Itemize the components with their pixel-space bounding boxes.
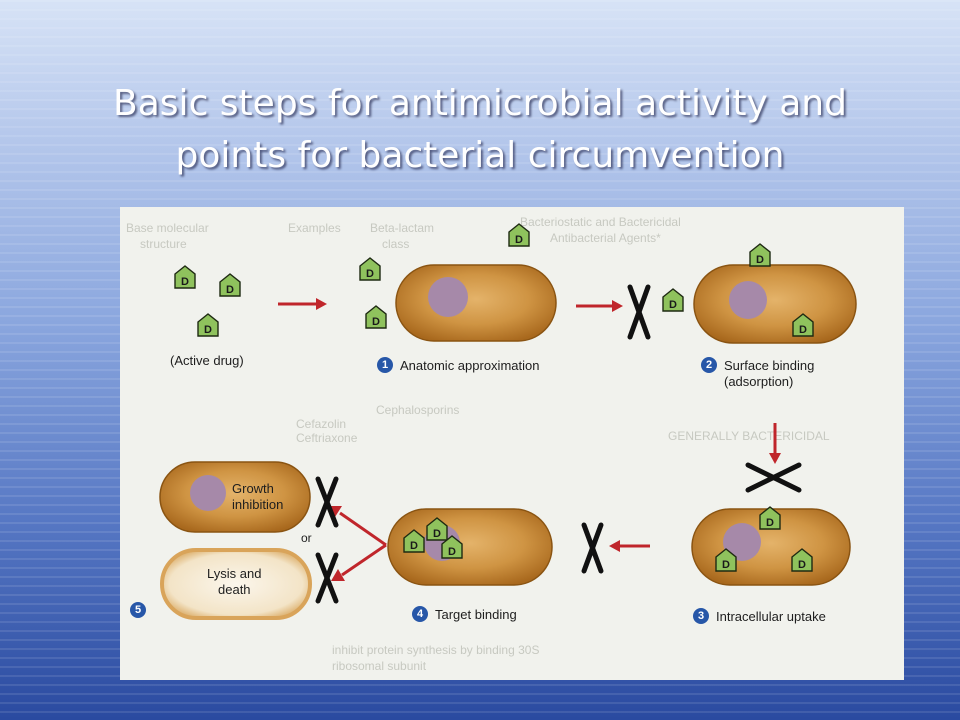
- nucleus-step-2: [729, 281, 767, 319]
- ghost-text-11: GENERALLY BACTERICIDAL: [668, 429, 830, 443]
- step-2-label-line-2: (adsorption): [724, 374, 794, 389]
- step-2-label-line-1: Surface binding: [724, 358, 815, 373]
- cross-icon: [315, 552, 339, 604]
- arrow-to-lysis: [341, 543, 387, 577]
- drug-icon: [508, 223, 530, 247]
- ghost-text-10: Ceftriaxone: [296, 431, 358, 445]
- arrow-head-icon: [769, 453, 781, 464]
- cross-icon: [745, 462, 802, 493]
- slide-title-line-1: Basic steps for antimicrobial activity a…: [113, 83, 847, 124]
- lysis-line-1: Lysis and: [207, 566, 262, 581]
- arrow-to-growth-inhibition: [339, 511, 387, 547]
- step-1-badge: 1: [377, 357, 393, 373]
- growth-inhibition-line-2: inhibition: [232, 497, 284, 512]
- drug-icon: [749, 243, 771, 267]
- bacterium-step-1: [395, 264, 557, 342]
- step-1-label: Anatomic approximation: [400, 358, 540, 373]
- ghost-text-6: Base molecular: [126, 221, 209, 235]
- drug-icon: [219, 273, 241, 297]
- nucleus-growth-inhibition: [190, 475, 226, 511]
- ghost-text-3: Beta-lactam: [370, 221, 435, 235]
- lysis-line-2: death: [218, 582, 251, 597]
- step-2-badge: 2: [701, 357, 717, 373]
- or-label: or: [301, 531, 312, 545]
- cross-icon: [581, 522, 604, 574]
- ghost-text-13: ribosomal subunit: [332, 659, 427, 673]
- drug-icon: [174, 265, 196, 289]
- step-5-badge: 5: [130, 602, 146, 618]
- step-4-badge: 4: [412, 606, 428, 622]
- drug-icon: [197, 313, 219, 337]
- nucleus-step-1: [428, 277, 468, 317]
- arrow-head-icon: [316, 298, 327, 310]
- diagram-drawing: D: [159, 223, 857, 620]
- arrow-head-icon: [330, 506, 342, 517]
- step-3-label: Intracellular uptake: [716, 609, 826, 624]
- ghost-text-5: Examples: [288, 221, 341, 235]
- ghost-text-8: Cephalosporins: [376, 403, 460, 417]
- slide-title: Basic steps for antimicrobial activity a…: [60, 78, 900, 182]
- ghost-text-4: class: [382, 237, 410, 251]
- ghost-text-9: Cefazolin: [296, 417, 347, 431]
- drug-icon: [365, 305, 387, 329]
- bacterium-step-2: [693, 264, 857, 344]
- active-drug-label: (Active drug): [170, 353, 244, 368]
- drug-icon: [662, 288, 684, 312]
- ghost-text-12: inhibit protein synthesis by binding 30S: [332, 643, 540, 657]
- bacterium-lysis: [160, 548, 312, 620]
- ghost-text-7: structure: [140, 237, 187, 251]
- arrow-head-icon: [609, 540, 620, 552]
- diagram-figure: Bacteriostatic and Bactericidal Antibact…: [120, 207, 904, 680]
- step-4-label: Target binding: [435, 607, 517, 622]
- step-3-badge: 3: [693, 608, 709, 624]
- arrow-head-icon: [612, 300, 623, 312]
- arrow-head-icon: [331, 569, 345, 581]
- drug-icon: [359, 257, 381, 281]
- slide-title-line-2: points for bacterial circumvention: [175, 135, 785, 176]
- cross-icon: [315, 476, 339, 528]
- growth-inhibition-line-1: Growth: [232, 481, 274, 496]
- ghost-text-2: Antibacterial Agents*: [550, 231, 661, 245]
- nucleus-step-3: [723, 523, 761, 561]
- ghost-text-1: Bacteriostatic and Bactericidal: [520, 215, 681, 229]
- cross-icon: [627, 284, 651, 340]
